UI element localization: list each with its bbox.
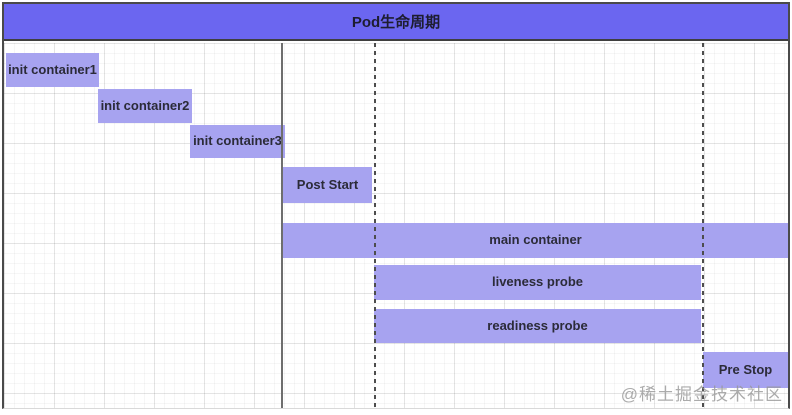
watermark-text: @稀土掘金技术社区 — [620, 385, 783, 404]
diagram-title: Pod生命周期 — [351, 14, 441, 31]
bar-init-container3: init container3 — [190, 125, 285, 158]
divider-probes-end — [702, 43, 704, 408]
bar-main-container: main container — [283, 223, 788, 258]
bar-liveness-probe-label: liveness probe — [491, 274, 584, 290]
bar-pre-stop: Pre Stop — [703, 352, 788, 388]
bar-readiness-probe-label: readiness probe — [487, 317, 588, 333]
divider-init-phase-end — [281, 43, 283, 408]
bar-post-start: Post Start — [283, 167, 372, 203]
diagram-title-bar: Pod生命周期 — [4, 4, 788, 41]
bar-post-start-label: Post Start — [296, 176, 359, 192]
bar-init-container2-label: init container2 — [100, 97, 190, 113]
bar-init-container2: init container2 — [98, 89, 192, 123]
bar-liveness-probe: liveness probe — [374, 265, 701, 300]
bar-init-container1: init container1 — [6, 53, 99, 87]
bar-main-container-label: main container — [489, 232, 582, 248]
divider-post-start-end — [374, 43, 376, 408]
bar-readiness-probe: readiness probe — [374, 309, 701, 343]
bar-pre-stop-label: Pre Stop — [718, 361, 773, 377]
bar-init-container3-label: init container3 — [193, 133, 282, 149]
bar-init-container1-label: init container1 — [8, 61, 97, 77]
diagram-frame: Pod生命周期 init container1 init container2 … — [2, 2, 790, 409]
